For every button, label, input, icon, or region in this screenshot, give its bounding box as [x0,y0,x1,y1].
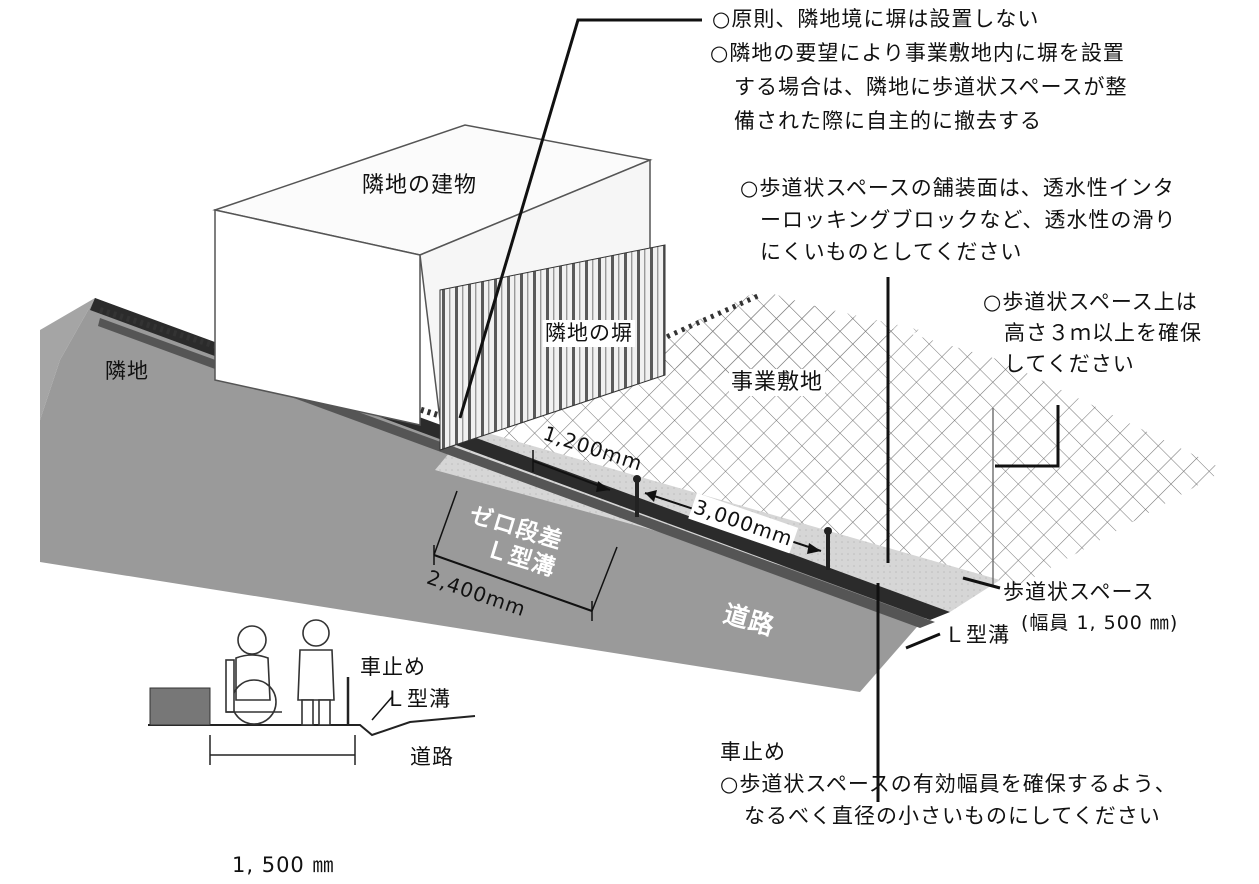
dim-2400-ext-b [591,546,618,612]
road-surface-far [40,298,95,420]
bollard-1 [633,475,641,517]
section-label-road: 道路 [410,745,454,769]
label-neighbor-wall: 隣地の塀 [543,320,635,347]
note-bollard-1: ○歩道状スペースの有効幅員を確保するよう、 [720,772,1177,796]
section-ground [148,715,476,737]
note-height-1: ○歩道状スペース上は [983,290,1198,314]
dim-2400-ext-a [433,490,458,556]
leader-section-gutter [371,696,393,721]
leader-height [995,405,1060,468]
dim-3000-arrow-b [807,543,821,554]
label-sidewalk-space: 歩道状スペース [1003,580,1155,604]
label-neighbor: 隣地 [105,359,149,383]
leader-wall [458,18,702,419]
site-boundary-hedge [468,292,762,428]
leader-gutter [905,632,941,650]
dim-1200-line [532,460,611,491]
note-paving-1: ○歩道状スペースの舗装面は、透水性インタ [740,176,1175,200]
section-hedge [149,687,211,726]
note-paving-3: にくいものとしてください [760,240,1023,264]
road-surface [40,298,930,692]
standing-person-figure [297,619,335,726]
building-front [214,209,421,426]
dim-3000-arrow-a [645,490,657,502]
wheelchair-user-figure [225,625,282,725]
note-height-3: してください [1004,352,1135,376]
bollard-2 [824,527,832,570]
leader-sidewalk [962,576,1001,590]
section-label-l-gutter: Ｌ型溝 [385,687,451,711]
note-wall-2c: 備された際に自主的に撤去する [734,109,1042,133]
dim-2400-line [433,554,593,612]
note-wall-2b: する場合は、隣地に歩道状スペースが整 [734,75,1128,99]
note-height-2: 高さ３ｍ以上を確保 [1004,321,1202,345]
label-site: 事業敷地 [729,369,826,396]
label-neighbor-building: 隣地の建物 [362,173,478,198]
note-bollard-2: なるべく直径の小さいものにしてください [744,804,1161,828]
dim-1200-arrow [596,481,610,492]
note-wall-1: ○原則、隣地境に塀は設置しない [710,6,1042,33]
note-paving-2: ーロッキングブロックなど、透水性の滑り [760,208,1177,232]
label-l-gutter: Ｌ型溝 [944,623,1010,647]
note-bollard-title: 車止め [720,740,786,764]
site-mesh-top [640,298,920,395]
note-wall-2a: ○隣地の要望により事業敷地内に塀を設置 [710,41,1125,65]
section-label-bollard: 車止め [360,655,426,679]
section-label-width: 1, 500 ㎜ [232,853,335,877]
label-sidewalk-width: (幅員 1, 500 ㎜) [1021,612,1179,634]
